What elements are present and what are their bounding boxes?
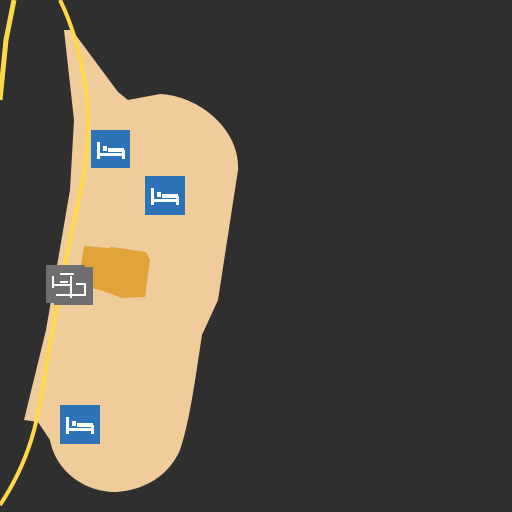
hotel-marker-2[interactable]: [145, 176, 185, 215]
bed-icon: [97, 142, 125, 159]
bed-icon: [66, 417, 94, 434]
hotel-marker-1[interactable]: [91, 130, 130, 168]
hotel-marker-3[interactable]: [60, 405, 100, 444]
building: [80, 246, 150, 298]
bed-icon: [151, 188, 179, 205]
hostel-marker[interactable]: [46, 265, 93, 305]
road-main: [0, 0, 91, 507]
hostel-icon: [52, 273, 86, 298]
road-west: [0, 0, 17, 101]
